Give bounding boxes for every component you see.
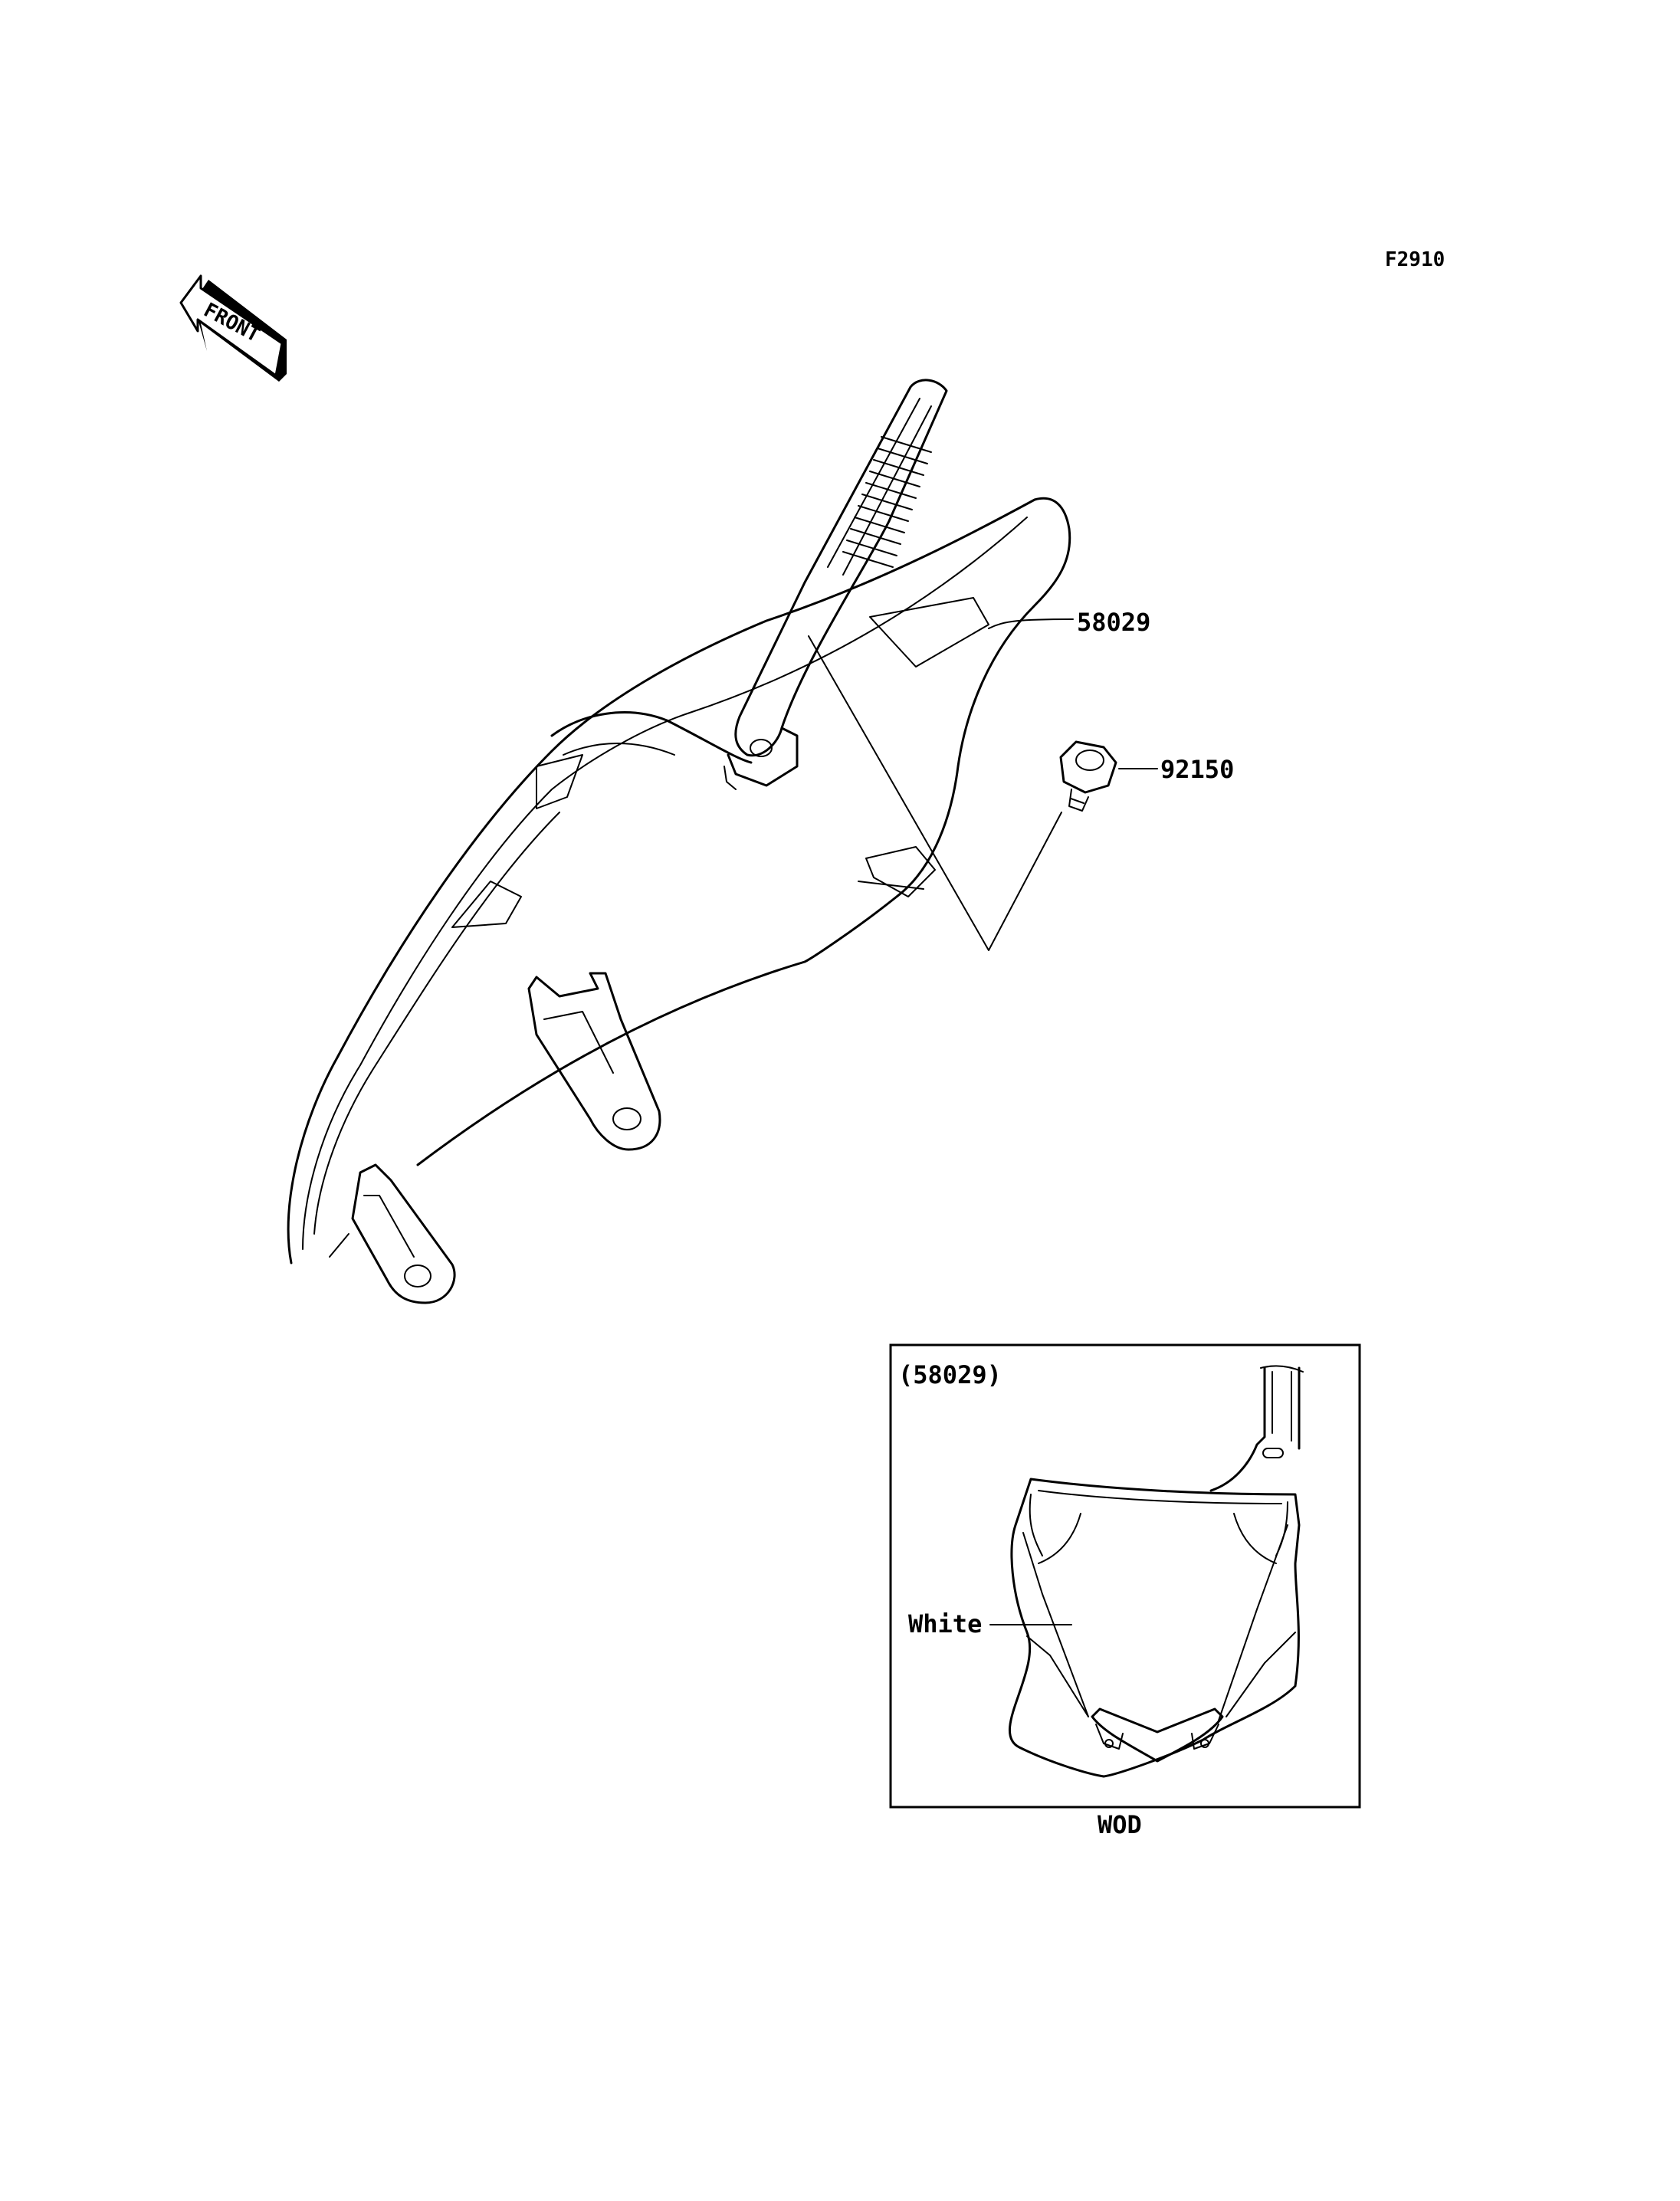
- inset-caption: WOD: [1098, 1810, 1142, 1839]
- inset-title: (58029): [898, 1360, 1002, 1389]
- inset-plate-illustration: [1009, 1365, 1304, 1778]
- bolt-icon: [1059, 740, 1117, 812]
- callout-58029: 58029: [1077, 608, 1150, 637]
- number-plate-illustration: [287, 379, 1071, 1304]
- callout-92150: 92150: [1160, 755, 1234, 784]
- front-arrow-icon: FRONT: [179, 274, 287, 382]
- inset-color-label: White: [908, 1609, 982, 1638]
- inset-panel: (58029) White: [889, 1343, 1361, 1809]
- figure-code: F2910: [1385, 248, 1445, 271]
- callout-leaders: [808, 618, 1158, 951]
